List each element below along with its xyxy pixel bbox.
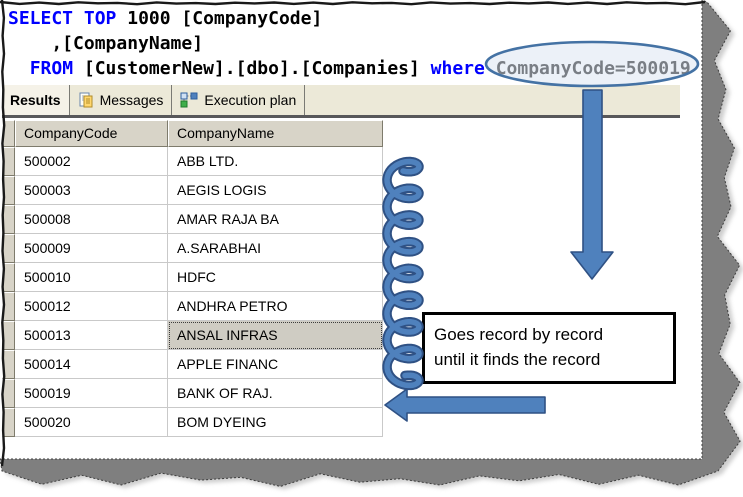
row-selector[interactable] [2, 379, 15, 408]
results-tab-strip: Results Messages [2, 85, 680, 118]
left-arrow [384, 388, 546, 422]
spiral-outline [382, 156, 424, 391]
column-header-companycode[interactable]: CompanyCode [15, 120, 168, 147]
tab-results-label: Results [10, 92, 61, 108]
row-selector[interactable] [2, 408, 15, 437]
grid-cell[interactable]: BOM DYEING [168, 408, 383, 437]
messages-icon [78, 92, 94, 108]
tab-messages-label: Messages [99, 92, 164, 108]
grid-cell[interactable]: 500019 [15, 379, 168, 408]
spiral-line [384, 158, 422, 389]
row-selector[interactable] [2, 147, 15, 176]
execution-plan-icon [180, 92, 198, 108]
grid-cell[interactable]: BANK OF RAJ. [168, 379, 383, 408]
callout-line-1: Goes record by record [434, 325, 604, 344]
row-selector[interactable] [2, 205, 15, 234]
row-selector[interactable] [2, 321, 15, 350]
row-selector[interactable] [2, 292, 15, 321]
tab-execution-plan[interactable]: Execution plan [172, 85, 306, 115]
tab-messages[interactable]: Messages [70, 85, 173, 115]
grid-cell[interactable]: 500014 [15, 350, 168, 379]
grid-cell[interactable]: HDFC [168, 263, 383, 292]
tab-results[interactable]: Results [2, 85, 70, 115]
grid-cell[interactable]: AMAR RAJA BA [168, 205, 383, 234]
row-selector[interactable] [2, 350, 15, 379]
down-arrow [570, 89, 614, 280]
select-all-corner[interactable] [2, 120, 15, 147]
grid-cell[interactable]: 500008 [15, 205, 168, 234]
grid-cell[interactable]: 500013 [15, 321, 168, 350]
torn-edge-top [0, 0, 706, 6]
tab-execution-plan-label: Execution plan [204, 92, 297, 108]
grid-cell[interactable]: ABB LTD. [168, 147, 383, 176]
callout-line-2: until it finds the record [434, 350, 601, 369]
row-selector[interactable] [2, 176, 15, 205]
grid-cell[interactable]: 500012 [15, 292, 168, 321]
grid-cell[interactable]: A.SARABHAI [168, 234, 383, 263]
grid-cell[interactable]: ANSAL INFRAS [168, 321, 383, 350]
grid-cell[interactable]: APPLE FINANC [168, 350, 383, 379]
grid-header-row: CompanyCode CompanyName [2, 120, 383, 147]
annotation-callout: Goes record by record until it finds the… [422, 312, 676, 384]
row-selector[interactable] [2, 234, 15, 263]
grid-cell[interactable]: 500002 [15, 147, 168, 176]
grid-cell[interactable]: 500010 [15, 263, 168, 292]
row-selector[interactable] [2, 263, 15, 292]
column-header-companyname[interactable]: CompanyName [168, 120, 383, 147]
sql-editor[interactable]: SELECT TOP 1000 [CompanyCode] ,[CompanyN… [8, 8, 691, 79]
grid-cell[interactable]: 500009 [15, 234, 168, 263]
grid-cell[interactable]: 500020 [15, 408, 168, 437]
grid-cell[interactable]: ANDHRA PETRO [168, 292, 383, 321]
grid-cell[interactable]: 500003 [15, 176, 168, 205]
grid-cell[interactable]: AEGIS LOGIS [168, 176, 383, 205]
